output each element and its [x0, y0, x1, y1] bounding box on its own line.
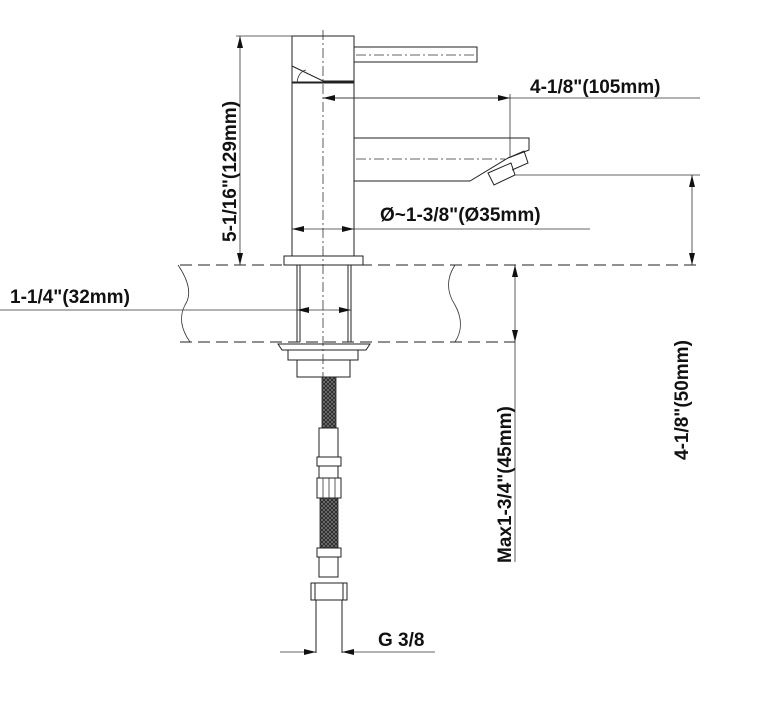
label-total-height: 5-1/16"(129mm) — [220, 101, 241, 242]
dimension-total-height — [236, 35, 292, 265]
label-thread: G 3/8 — [378, 630, 424, 651]
label-body-diameter: Ø~1-3/8"(Ø35mm) — [380, 205, 541, 226]
label-spout-reach: 4-1/8"(105mm) — [530, 77, 660, 98]
dimension-spout-height — [515, 174, 700, 265]
label-deck-thickness: Max1-3/4"(45mm) — [495, 406, 516, 563]
faucet-body — [283, 35, 530, 266]
supply-hose — [310, 376, 348, 653]
countertop-section — [177, 264, 700, 343]
label-hole-diameter: 1-1/4"(32mm) — [10, 287, 130, 308]
dimension-spout-reach — [323, 94, 700, 158]
label-spout-height: 4-1/8"(50mm) — [672, 340, 693, 460]
mounting-shank — [277, 265, 371, 378]
